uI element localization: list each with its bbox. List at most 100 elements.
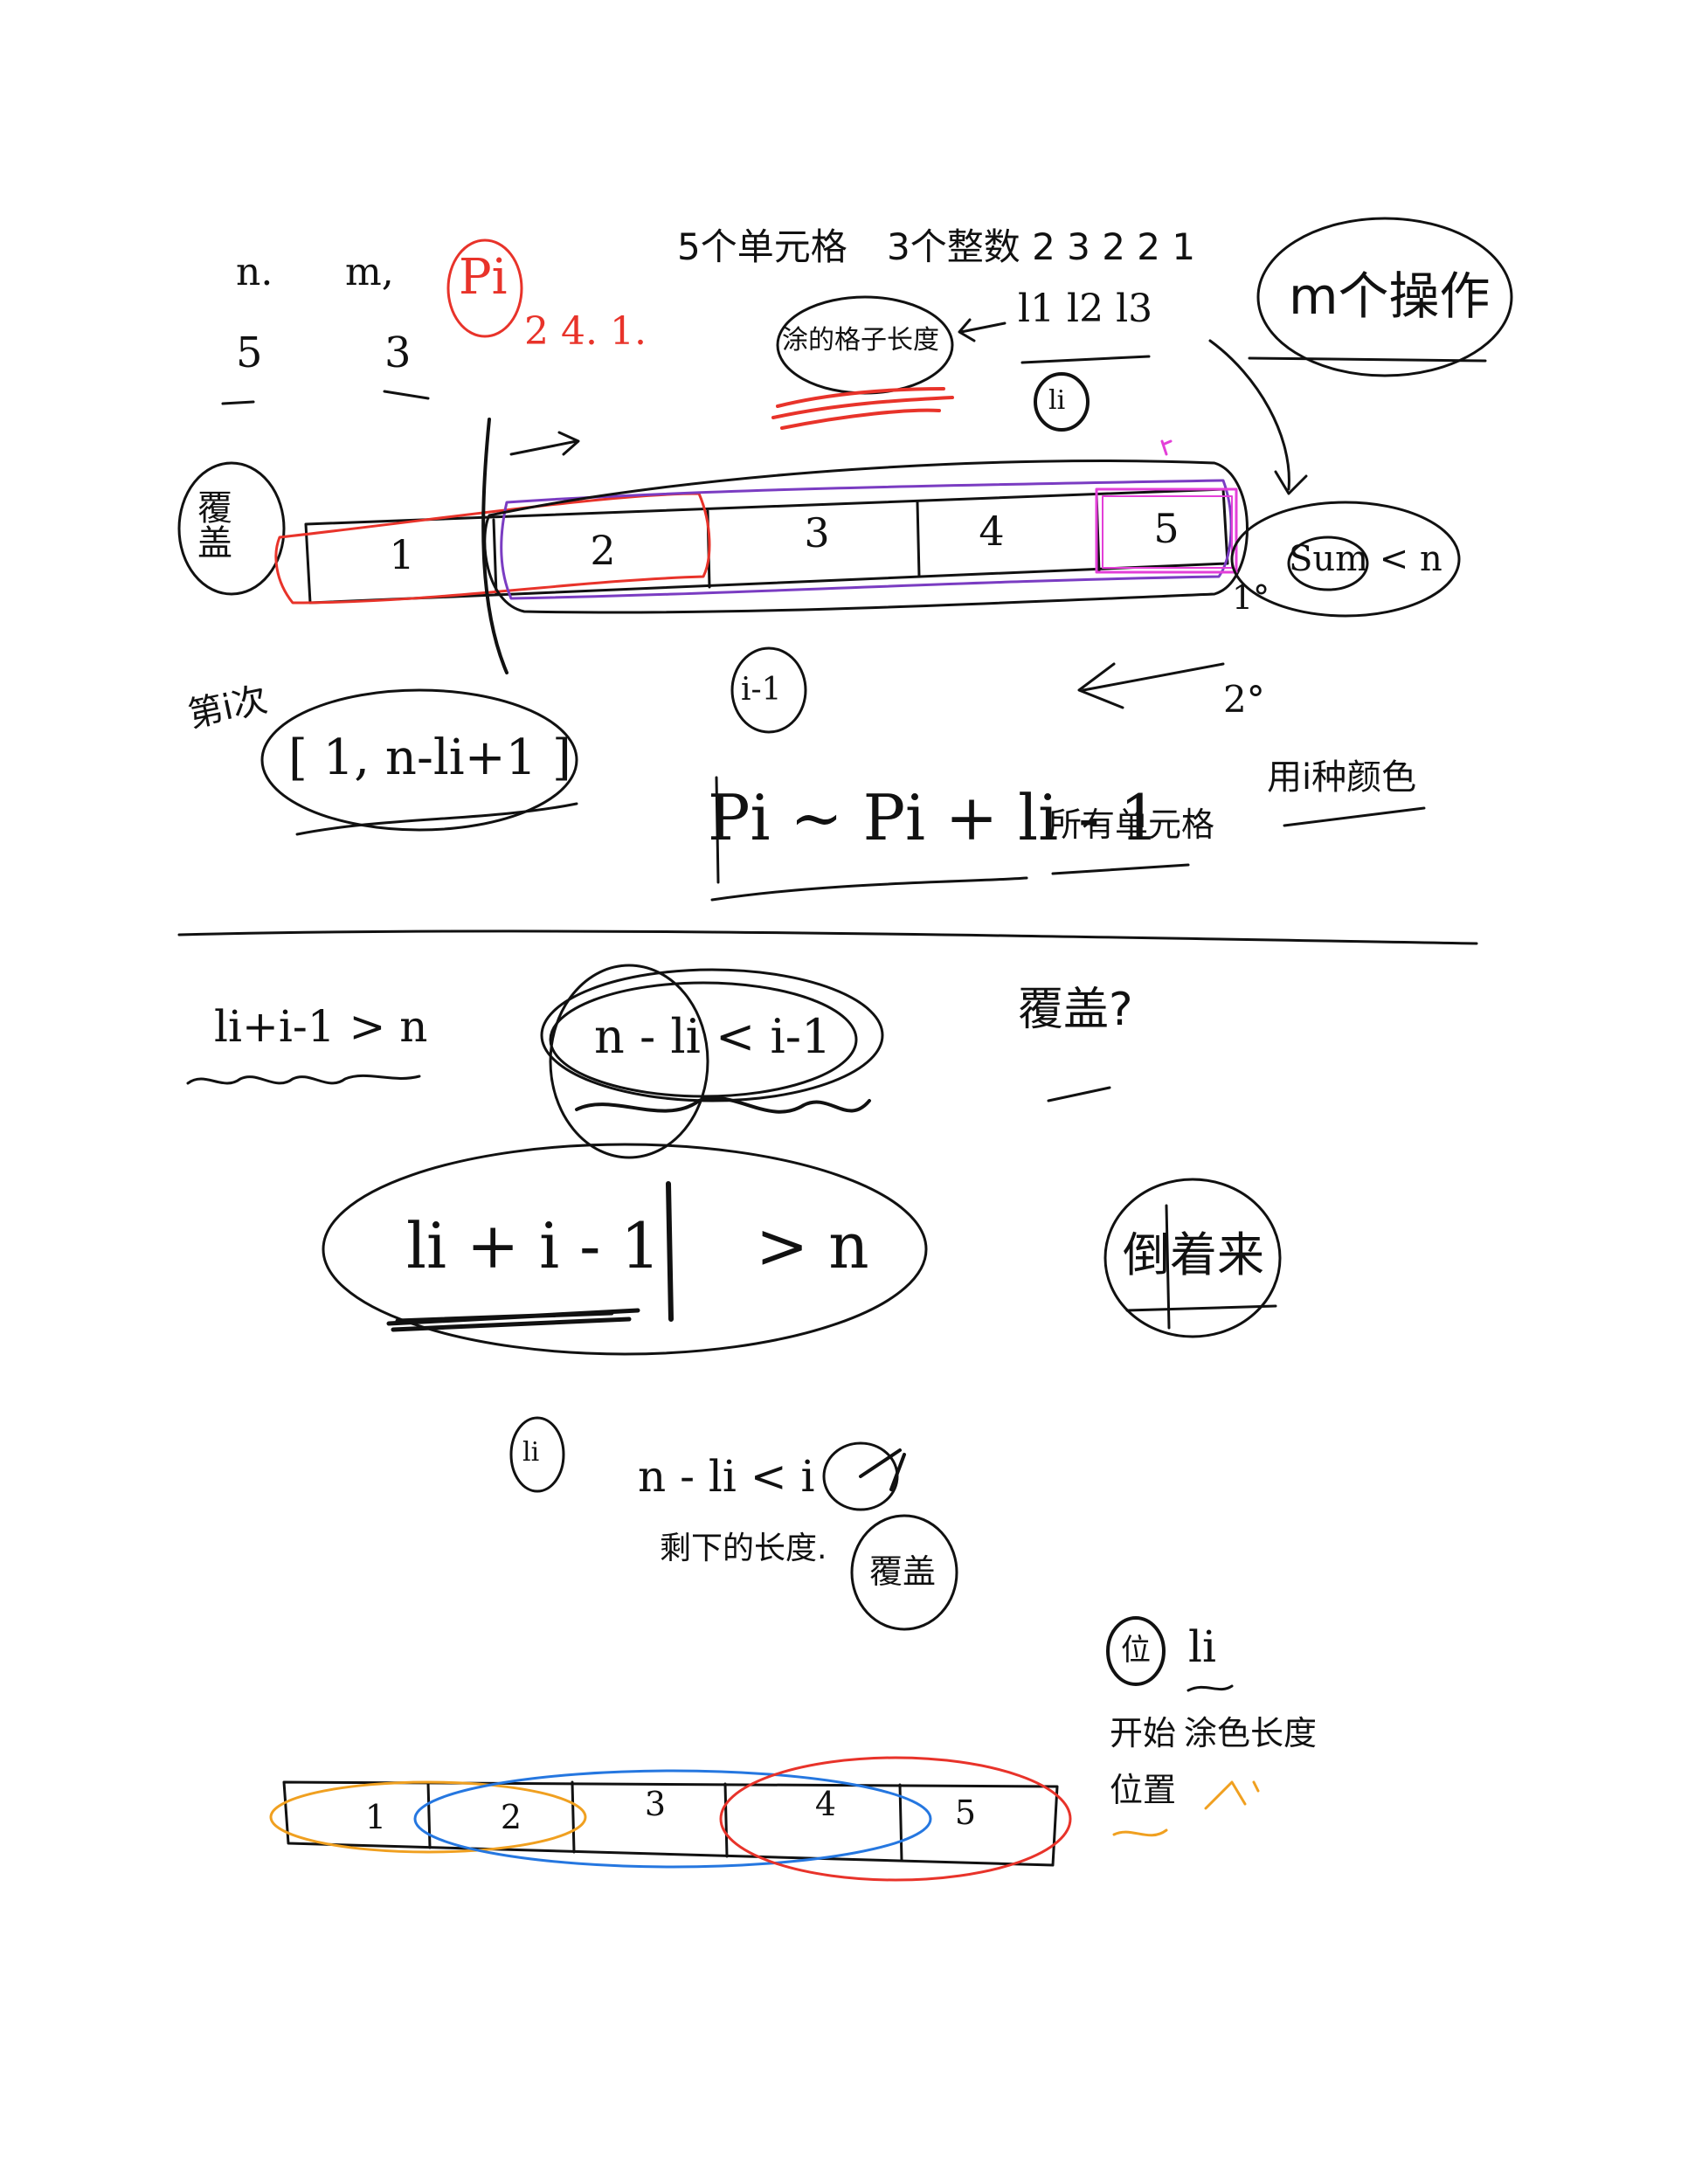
- n-label: n.: [236, 250, 273, 294]
- orange-outline-1-2: [271, 1782, 585, 1852]
- fugai-q: 覆盖?: [1018, 984, 1133, 1036]
- i-circle-scribble: [861, 1450, 904, 1489]
- magenta-tick: [1162, 441, 1171, 454]
- n-li-oval-3: [550, 965, 708, 1158]
- pos-circle-label: 位: [1121, 1633, 1151, 1668]
- underline-n-value: [223, 402, 253, 404]
- split-line: [483, 419, 507, 673]
- pi-circle: [448, 240, 522, 336]
- magenta-box-cell-5: [1097, 489, 1236, 572]
- p-label: Pi: [459, 249, 508, 306]
- n-li-scribble: [577, 1098, 869, 1112]
- top-bar-cell: 1: [389, 531, 415, 578]
- daozhe-line: [1166, 1206, 1169, 1328]
- formula-underline: [712, 878, 1027, 900]
- arrow-down-to-sum: [1210, 341, 1306, 494]
- bottom-bar-cell: 2: [500, 1798, 522, 1836]
- orange-arrow: [1206, 1782, 1258, 1808]
- li-list: l1 l2 l3: [1018, 287, 1153, 331]
- underline-m-value: [384, 391, 428, 398]
- fugai-text-left: 覆盖: [191, 489, 232, 559]
- pos-circle: [1108, 1618, 1164, 1684]
- arrow-left: [1079, 664, 1223, 708]
- magenta-box-cell-5-inner: [1103, 496, 1232, 568]
- bottom-bar-cell: 4: [814, 1785, 837, 1823]
- fugai2-oval: [852, 1516, 957, 1629]
- li-label-wavy: [1188, 1686, 1232, 1690]
- li-circle-lower-label: li: [522, 1437, 540, 1468]
- top-bar-cell: 5: [1153, 505, 1180, 552]
- m-ops-oval: [1258, 218, 1512, 376]
- li-circle-top: [1035, 374, 1088, 430]
- n-li-lt-i: n - li < i: [638, 1451, 815, 1502]
- bottom-bar-dividers: [428, 1782, 902, 1861]
- range-underline: [297, 804, 577, 834]
- daozhe-oval: [1105, 1179, 1280, 1337]
- all-cells-text: 所有单元格: [1048, 805, 1215, 844]
- wavy-underline-1: [188, 1075, 419, 1083]
- use-color-text: 用i种颜色: [1267, 757, 1417, 798]
- li-label: li: [1188, 1621, 1216, 1672]
- big-oval-divider: [668, 1184, 671, 1319]
- range-text: [ 1, n-li+1 ]: [288, 729, 571, 786]
- formula-text: Pi ~ Pi + li - 1: [708, 781, 1160, 854]
- color-len-lower: 涂色长度: [1184, 1714, 1318, 1752]
- big-oval: [323, 1144, 926, 1354]
- m-value: 3: [384, 328, 412, 377]
- top-bar-cell: 2: [590, 527, 616, 574]
- mark-1: 1°: [1232, 578, 1270, 617]
- orange-wavy: [1114, 1830, 1166, 1835]
- i1-text: i-1: [741, 672, 782, 708]
- split-arrow: [511, 432, 578, 454]
- m-label: m,: [345, 250, 394, 294]
- n-li-oval-1: [542, 970, 882, 1101]
- position-text: 位置: [1110, 1771, 1177, 1809]
- ints-text: 3个整数 2 3 2 2 1: [887, 225, 1196, 268]
- outer-oval-cells-2-5: [485, 461, 1248, 612]
- all-cells-underline: [1053, 865, 1188, 874]
- daozhe-text: 倒着来: [1123, 1227, 1264, 1282]
- bottom-bar-outline: [284, 1782, 1057, 1865]
- start-pos: 开始: [1110, 1714, 1177, 1752]
- bottom-bar-cell: 1: [364, 1798, 387, 1836]
- top-bar-cell: 3: [804, 509, 830, 556]
- top-bar-outline: [306, 489, 1228, 603]
- mark-2: 2°: [1223, 678, 1265, 721]
- use-color-underline: [1284, 808, 1424, 826]
- n-li-lt: n - li < i-1: [594, 1009, 832, 1064]
- fugai-oval-left: [179, 463, 284, 594]
- purple-outline-cells-2-5: [502, 480, 1231, 598]
- blue-outline-2-4: [415, 1771, 930, 1867]
- bottom-bar-cell: 5: [954, 1794, 977, 1832]
- underline-li-list: [1022, 356, 1149, 363]
- i1-circle: [732, 648, 806, 732]
- fugai-q-underline: [1048, 1088, 1110, 1101]
- cells-text: 5个单元格: [677, 225, 847, 268]
- li-i-gt-n: li+i-1 > n: [214, 1001, 428, 1052]
- big-oval-scribble: [389, 1310, 638, 1330]
- m-ops-underline: [1249, 358, 1485, 361]
- n-value: 5: [236, 328, 263, 377]
- sum-oval: [1232, 502, 1459, 616]
- top-bar-cell: 4: [979, 508, 1005, 555]
- m-ops-text: m个操作: [1289, 266, 1491, 326]
- sum-inner-oval: [1289, 537, 1367, 590]
- bottom-bar-cell: 3: [644, 1785, 667, 1823]
- color-len-text: 涂的格子长度: [782, 325, 939, 356]
- big-left-text: li + i - 1: [406, 1209, 661, 1282]
- red-scribble: [773, 389, 952, 428]
- remaining-text: 剩下的长度.: [660, 1531, 827, 1566]
- formula-bar: [716, 778, 718, 882]
- sum-text: Sum < n: [1289, 539, 1442, 579]
- li-circle-top-label: li: [1048, 385, 1066, 416]
- range-oval: [262, 690, 577, 830]
- fugai2-text: 覆盖: [869, 1552, 937, 1591]
- p-values: 2 4. 1.: [524, 309, 647, 354]
- li-circle-lower: [511, 1418, 564, 1491]
- big-right-text: > n: [756, 1209, 869, 1282]
- red-outline-4-5: [721, 1758, 1070, 1880]
- separator-line: [179, 931, 1477, 943]
- top-bar-dividers: [494, 494, 1099, 594]
- daozhe-underline: [1127, 1306, 1276, 1310]
